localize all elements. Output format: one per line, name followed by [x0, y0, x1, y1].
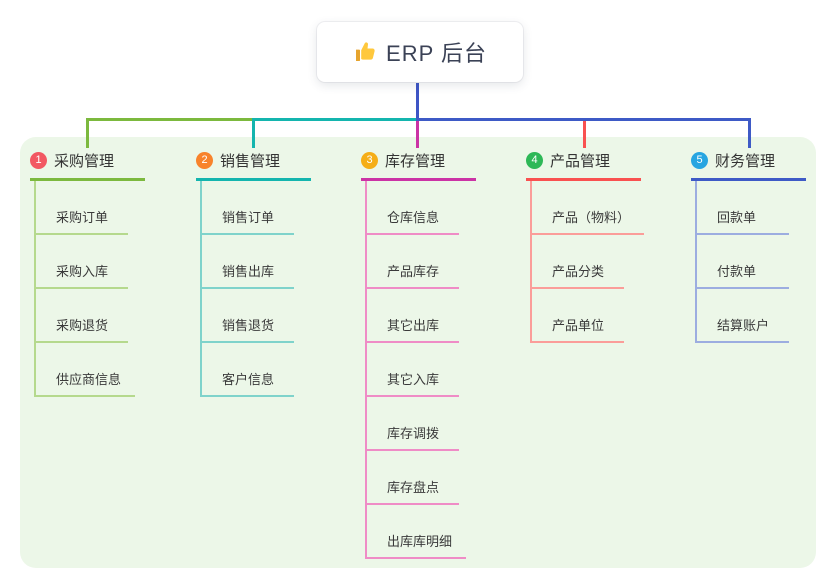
- branch-label: 采购管理: [54, 153, 115, 170]
- connector-horizontal-segment: [252, 118, 418, 121]
- thumbs-up-icon: [353, 40, 377, 64]
- child-node-label: 产品（物料）: [552, 210, 631, 225]
- child-node-label: 产品分类: [552, 264, 605, 279]
- child-node-label: 库存调拨: [387, 426, 440, 441]
- child-node-label: 采购入库: [56, 264, 109, 279]
- child-node[interactable]: 产品单位: [532, 289, 624, 343]
- child-node[interactable]: 付款单: [697, 235, 789, 289]
- branch-inventory-management: 3 库存管理 仓库信息产品库存其它出库其它入库库存调拨库存盘点出库库明细: [361, 150, 491, 559]
- root-node[interactable]: ERP 后台: [317, 22, 523, 82]
- child-node[interactable]: 回款单: [697, 181, 789, 235]
- branch-header[interactable]: 3 库存管理: [361, 150, 476, 181]
- child-node[interactable]: 结算账户: [697, 289, 789, 343]
- branch-label: 财务管理: [715, 153, 776, 170]
- branch-number-badge: 2: [196, 152, 213, 169]
- branch-label: 库存管理: [385, 153, 446, 170]
- root-node-label: ERP 后台: [386, 41, 487, 66]
- child-node[interactable]: 销售退货: [202, 289, 294, 343]
- child-node[interactable]: 产品（物料）: [532, 181, 645, 235]
- child-node-label: 销售退货: [222, 318, 275, 333]
- child-node-label: 采购订单: [56, 210, 109, 225]
- child-node[interactable]: 产品库存: [367, 235, 459, 289]
- child-node-label: 结算账户: [717, 318, 770, 333]
- connector-horizontal-segment: [86, 118, 255, 121]
- branch-children: 仓库信息产品库存其它出库其它入库库存调拨库存盘点出库库明细: [365, 181, 491, 559]
- branch-number-badge: 5: [691, 152, 708, 169]
- child-node[interactable]: 出库库明细: [367, 505, 467, 559]
- branch-header[interactable]: 5 财务管理: [691, 150, 806, 181]
- child-node-label: 回款单: [717, 210, 757, 225]
- branch-number-badge: 1: [30, 152, 47, 169]
- child-node[interactable]: 产品分类: [532, 235, 624, 289]
- child-node[interactable]: 其它出库: [367, 289, 459, 343]
- connector-horizontal-segment: [416, 118, 751, 121]
- branch-children: 回款单付款单结算账户: [695, 181, 821, 343]
- connector-drop: [416, 121, 419, 148]
- child-node-label: 出库库明细: [387, 534, 453, 549]
- branch-sales-management: 2 销售管理 销售订单销售出库销售退货客户信息: [196, 150, 326, 397]
- branch-children: 采购订单采购入库采购退货供应商信息: [34, 181, 160, 397]
- child-node-label: 其它出库: [387, 318, 440, 333]
- branch-finance-management: 5 财务管理 回款单付款单结算账户: [691, 150, 821, 343]
- branch-header[interactable]: 1 采购管理: [30, 150, 145, 181]
- child-node-label: 库存盘点: [387, 480, 440, 495]
- child-node-label: 产品单位: [552, 318, 605, 333]
- branch-number-badge: 4: [526, 152, 543, 169]
- child-node-label: 仓库信息: [387, 210, 440, 225]
- child-node[interactable]: 其它入库: [367, 343, 459, 397]
- child-node[interactable]: 采购订单: [36, 181, 128, 235]
- child-node[interactable]: 库存盘点: [367, 451, 459, 505]
- child-node[interactable]: 库存调拨: [367, 397, 459, 451]
- child-node-label: 付款单: [717, 264, 757, 279]
- branch-purchase-management: 1 采购管理 采购订单采购入库采购退货供应商信息: [30, 150, 160, 397]
- child-node-label: 产品库存: [387, 264, 440, 279]
- child-node-label: 客户信息: [222, 372, 275, 387]
- branch-header[interactable]: 2 销售管理: [196, 150, 311, 181]
- child-node-label: 销售订单: [222, 210, 275, 225]
- child-node[interactable]: 采购入库: [36, 235, 128, 289]
- branch-children: 产品（物料） 产品分类产品单位: [530, 181, 656, 343]
- child-node[interactable]: 仓库信息: [367, 181, 459, 235]
- child-node-label: 其它入库: [387, 372, 440, 387]
- child-node-label: 销售出库: [222, 264, 275, 279]
- branch-number-badge: 3: [361, 152, 378, 169]
- child-node[interactable]: 采购退货: [36, 289, 128, 343]
- child-node-label: 采购退货: [56, 318, 109, 333]
- child-node[interactable]: 销售订单: [202, 181, 294, 235]
- child-node-label: 供应商信息: [56, 372, 122, 387]
- connector-drop: [86, 121, 89, 148]
- child-node[interactable]: 客户信息: [202, 343, 294, 397]
- branches-panel: [20, 137, 816, 568]
- child-node[interactable]: 供应商信息: [36, 343, 136, 397]
- connector-drop: [748, 121, 751, 148]
- connector-trunk: [416, 82, 419, 121]
- connector-drop: [583, 121, 586, 148]
- branch-label: 产品管理: [550, 153, 611, 170]
- child-node[interactable]: 销售出库: [202, 235, 294, 289]
- connector-drop: [252, 121, 255, 148]
- branch-header[interactable]: 4 产品管理: [526, 150, 641, 181]
- branch-product-management: 4 产品管理 产品（物料） 产品分类产品单位: [526, 150, 656, 343]
- branch-children: 销售订单销售出库销售退货客户信息: [200, 181, 326, 397]
- branch-label: 销售管理: [220, 153, 281, 170]
